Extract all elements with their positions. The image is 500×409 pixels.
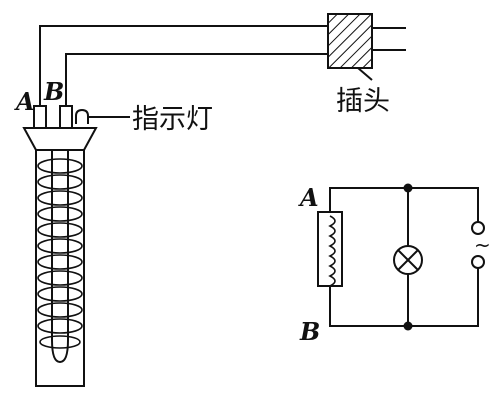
- circuit-schematic: [317, 187, 485, 327]
- plug-label: 插头: [336, 86, 390, 117]
- junction-top: [403, 183, 413, 193]
- terminal-a-label: A: [14, 87, 35, 116]
- cord-wire-a: [39, 25, 328, 106]
- lamp-icon: [393, 245, 423, 275]
- coil-loop: [37, 238, 83, 254]
- circuit-bottom-wire: [329, 268, 479, 327]
- terminal-a: [33, 105, 47, 129]
- coil-loop: [39, 335, 81, 349]
- coil-loop: [37, 286, 83, 302]
- coil-windings: [328, 215, 336, 287]
- terminal-b: [59, 105, 73, 129]
- hatched-plug-icon: [327, 13, 373, 69]
- coil-loop: [37, 318, 83, 334]
- circuit-a-label: A: [298, 183, 319, 212]
- coil-loop: [37, 158, 83, 174]
- coil-loop: [37, 302, 83, 318]
- coil-loop: [37, 206, 83, 222]
- coil-loop: [37, 222, 83, 238]
- coil-loop: [37, 270, 83, 286]
- coil-loop: [37, 190, 83, 206]
- ac-source-icon: [471, 221, 485, 269]
- terminal-b-label: B: [43, 77, 64, 106]
- circuit-top-wire: [329, 187, 479, 222]
- heater-cap: [22, 127, 98, 151]
- junction-bottom: [403, 321, 413, 331]
- coil-loop: [37, 254, 83, 270]
- indicator-light-label: 指示灯: [132, 104, 213, 135]
- coil-loop: [37, 174, 83, 190]
- ac-source-label: ~: [474, 233, 491, 257]
- plug-label-leader: [357, 67, 373, 81]
- heater-tube: [35, 150, 85, 387]
- indicator-light-bulb: [75, 108, 89, 124]
- heating-coil: [37, 158, 83, 349]
- coil-icon: [317, 211, 343, 287]
- cord-wire-b: [65, 53, 328, 106]
- circuit-b-label: B: [299, 317, 320, 346]
